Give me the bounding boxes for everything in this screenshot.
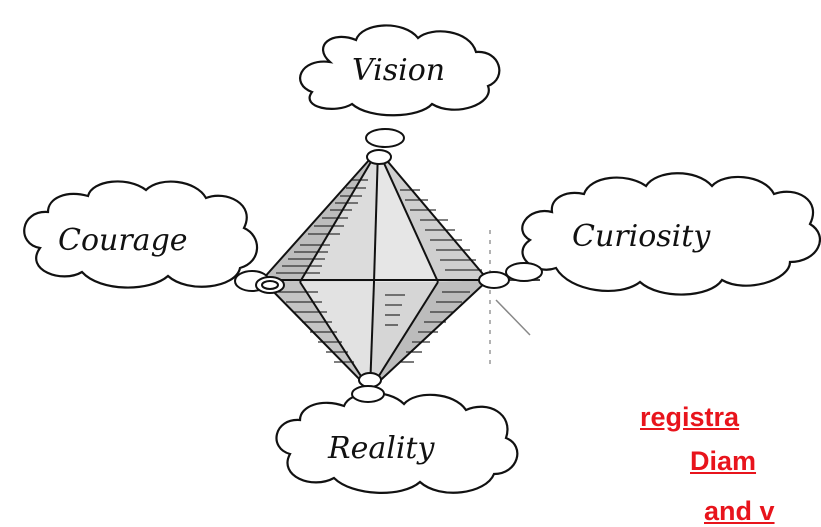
cloud-label-curiosity: Curiosity bbox=[572, 219, 711, 254]
cloud-courage: Courage bbox=[23, 180, 259, 289]
cloud-label-vision: Vision bbox=[352, 53, 445, 88]
thought-bubbles-vision bbox=[365, 128, 405, 165]
overlay-text-line3: and v bbox=[704, 496, 775, 526]
diamond-shape bbox=[261, 149, 540, 391]
cloud-vision: Vision bbox=[299, 24, 501, 117]
thought-bubbles-curiosity bbox=[478, 262, 543, 289]
cloud-label-courage: Courage bbox=[58, 223, 188, 258]
overlay-text-line2: Diam bbox=[690, 446, 757, 476]
thought-bubbles-reality bbox=[351, 372, 385, 403]
thought-bubbles-courage bbox=[234, 270, 285, 294]
overlay-text-line1: registra bbox=[640, 402, 740, 432]
cloud-curiosity: Curiosity bbox=[521, 172, 821, 296]
cloud-label-reality: Reality bbox=[327, 431, 435, 466]
cloud-reality: Reality bbox=[275, 391, 519, 494]
